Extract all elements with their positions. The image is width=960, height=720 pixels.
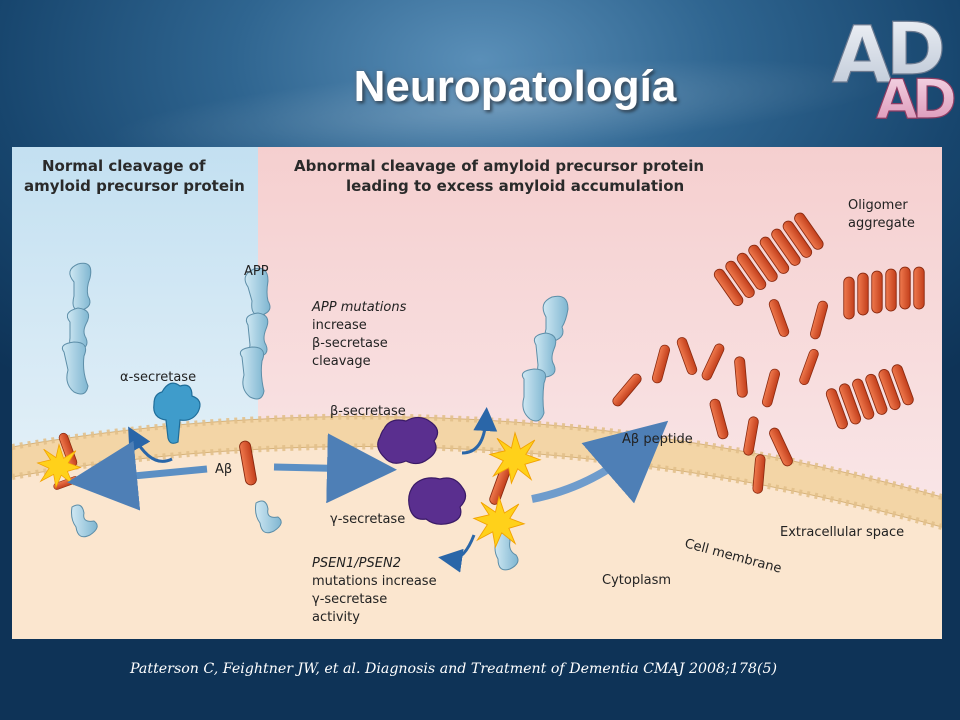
beta-secretase-label: β-secretase [330,404,406,419]
extracellular-space-label: Extracellular space [780,525,904,540]
slide-title: Neuropatología [353,62,677,111]
app-protein-center [238,267,282,534]
psen-mutations-line1: PSEN1/PSEN2 [312,556,401,571]
app-mutations-line1: APP mutations [311,300,407,315]
logo-letter-d-small: D [912,68,956,122]
app-mutations-line4: cleavage [312,354,371,369]
app-protein-right-cleaved [473,295,569,571]
psen-mutations-line3: γ-secretase [312,592,387,607]
ad-logo: A D A D [831,6,956,122]
gamma-secretase-enzyme [408,477,467,525]
abeta-peptide-label: Aβ peptide [622,432,693,447]
left-panel-title-line1: Normal cleavage of [42,157,206,175]
alpha-secretase-enzyme [153,382,201,444]
citation-text: Patterson C, Feightner JW, et al. Diagno… [130,661,778,677]
gamma-secretase-label: γ-secretase [330,512,405,527]
app-mutations-line2: increase [312,318,367,333]
psen-mutations-line4: activity [312,610,360,625]
left-panel-title-line2: amyloid precursor protein [24,177,245,195]
oligomer-label-line2: aggregate [848,216,915,231]
cytoplasm-region [12,446,942,639]
app-mutations-line3: β-secretase [312,336,388,351]
amyloid-cleavage-figure: Normal cleavage of amyloid precursor pro… [12,147,942,639]
beta-secretase-enzyme [377,416,439,465]
logo-letter-a-small: A [876,68,918,122]
app-protein-left-cleaved [37,262,98,538]
oligomer-label-line1: Oligomer [848,198,908,213]
cytoplasm-label: Cytoplasm [602,573,671,588]
app-label: APP [244,264,269,279]
psen-mutations-line2: mutations increase [312,574,437,589]
right-panel-title-line2: leading to excess amyloid accumulation [346,177,684,195]
abeta-label: Aβ [215,462,232,477]
alpha-secretase-label: α-secretase [120,370,196,385]
right-panel-title-line1: Abnormal cleavage of amyloid precursor p… [294,157,704,175]
logo-letter-d-large: D [886,7,946,91]
logo-letter-a-large: A [832,11,892,101]
